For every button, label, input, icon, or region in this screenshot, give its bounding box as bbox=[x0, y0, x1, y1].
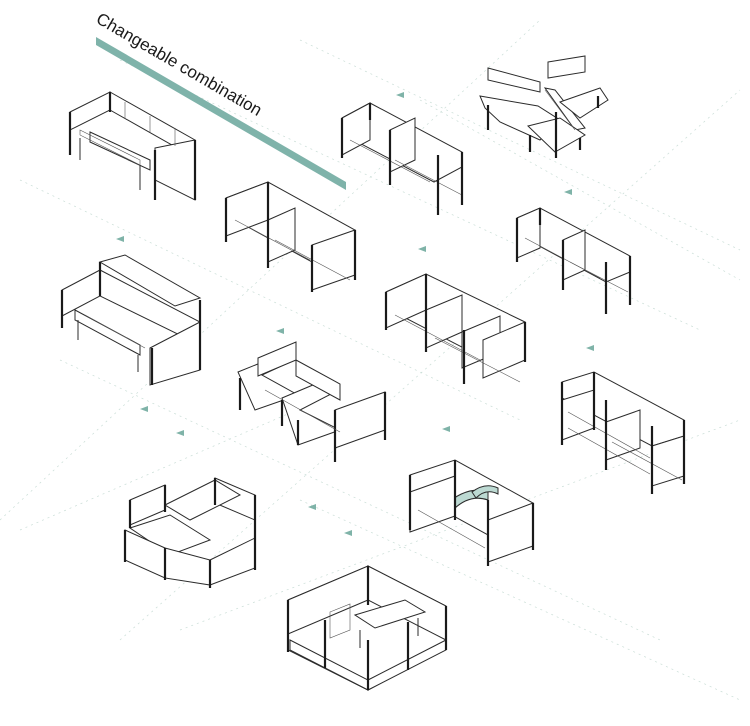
four-person-l-desk-cluster bbox=[237, 341, 387, 462]
glass-partition bbox=[471, 485, 499, 499]
u-shape-workstation bbox=[68, 91, 197, 201]
l-shape-workstation-with-storage bbox=[60, 254, 202, 386]
title-group: Changeable combination bbox=[93, 9, 346, 190]
arrow-marker bbox=[176, 430, 184, 436]
arrow-marker bbox=[396, 92, 404, 98]
arrow-marker bbox=[564, 189, 572, 195]
guide-lines bbox=[0, 19, 741, 701]
arrow-marker bbox=[586, 345, 594, 351]
four-person-glass-top-cubicle bbox=[408, 459, 535, 566]
arrow-marker bbox=[344, 530, 352, 536]
four-person-double-shelf-cubicle bbox=[560, 371, 686, 494]
four-person-back-to-back-cubicle bbox=[224, 181, 357, 292]
arrow-marker bbox=[418, 246, 426, 252]
two-person-linear-cubicle bbox=[340, 102, 464, 215]
three-way-y-workstation bbox=[479, 55, 609, 158]
two-person-single-row-cubicle bbox=[515, 207, 632, 314]
guide-arrows bbox=[116, 92, 594, 536]
arrow-marker bbox=[276, 328, 284, 334]
six-person-cubicle-cluster bbox=[384, 273, 527, 384]
arrow-marker bbox=[442, 426, 450, 432]
title-band bbox=[96, 37, 346, 190]
enclosed-manager-office bbox=[286, 565, 448, 691]
arrow-marker bbox=[116, 236, 124, 242]
arrow-marker bbox=[140, 406, 148, 412]
cross-shape-workstation bbox=[123, 477, 257, 588]
arrow-marker bbox=[308, 504, 316, 510]
